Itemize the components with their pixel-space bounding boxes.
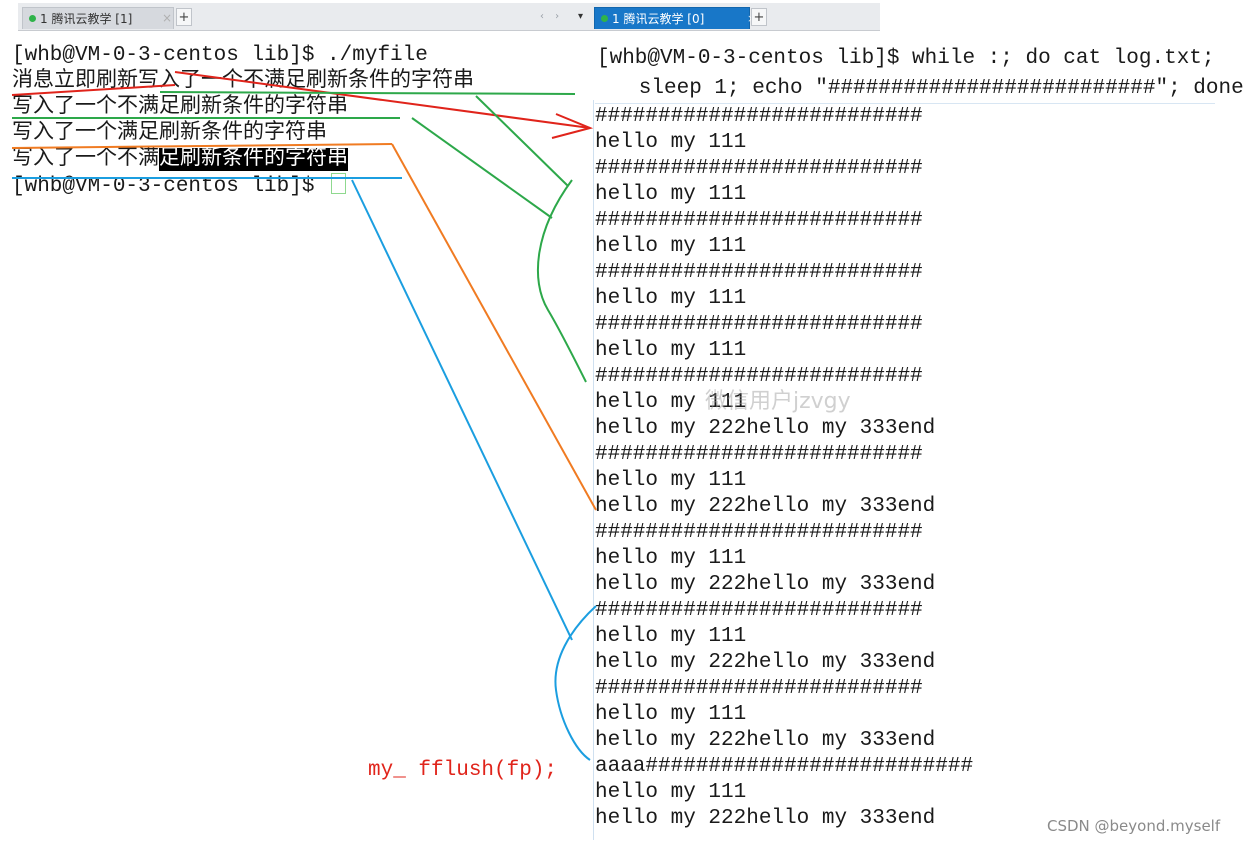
terminal-line: ########################## — [595, 365, 923, 388]
tab-label: 1 腾讯云教学 [1] — [40, 12, 133, 26]
terminal-line: hello my 111 — [595, 781, 747, 804]
terminal-line: aaaa########################## — [595, 755, 974, 778]
terminal-prompt-line: [whb@VM-0-3-centos lib]$ — [12, 173, 347, 199]
tab-scroll-arrows-icon[interactable]: ‹ › — [540, 11, 564, 22]
terminal-line: ########################## — [595, 313, 923, 336]
credit-text: CSDN @beyond.myself — [1047, 817, 1221, 835]
selected-text: 足刷新条件的字符串 — [159, 148, 348, 171]
terminal-line: hello my 111 — [595, 391, 747, 414]
terminal-line: hello my 111 — [595, 339, 747, 362]
new-tab-button[interactable]: + — [176, 8, 192, 26]
terminal-line: ########################## — [595, 443, 923, 466]
tab-right-session[interactable]: 1 腾讯云教学 [0]× — [594, 7, 756, 29]
shell-prompt: [whb@VM-0-3-centos lib]$ — [12, 175, 328, 198]
tab-label: 1 腾讯云教学 [0] — [612, 12, 705, 26]
terminal-line: 写入了一个不满足刷新条件的字符串 — [12, 96, 348, 119]
terminal-line: hello my 111 — [595, 547, 747, 570]
terminal-line: hello my 222hello my 333end — [595, 495, 936, 518]
terminal-line: ########################## — [595, 599, 923, 622]
terminal-line: [whb@VM-0-3-centos lib]$ ./myfile — [12, 44, 428, 67]
left-terminal[interactable]: [whb@VM-0-3-centos lib]$ ./myfile 消息立即刷新… — [12, 43, 474, 225]
output-divider — [595, 103, 1215, 104]
terminal-line: hello my 222hello my 333end — [595, 417, 936, 440]
right-terminal[interactable]: [whb@VM-0-3-centos lib]$ while :; do cat… — [595, 46, 1244, 830]
terminal-line: ########################## — [595, 261, 923, 284]
terminal-text: 写入了一个不满 — [12, 148, 159, 171]
text-cursor — [331, 173, 347, 194]
new-tab-button[interactable]: + — [751, 8, 767, 26]
status-dot-icon — [29, 15, 36, 22]
terminal-line: hello my 111 — [595, 625, 747, 648]
terminal-line: hello my 111 — [595, 287, 747, 310]
terminal-line: 写入了一个满足刷新条件的字符串 — [12, 122, 327, 145]
terminal-line: hello my 222hello my 333end — [595, 651, 936, 674]
terminal-line: hello my 222hello my 333end — [595, 573, 936, 596]
tab-list-dropdown-icon[interactable]: ▾ — [578, 11, 584, 22]
terminal-line: ########################## — [595, 105, 923, 128]
terminal-line: ########################## — [595, 157, 923, 180]
pane-divider — [593, 100, 594, 840]
terminal-line: ########################## — [595, 521, 923, 544]
command-line: sleep 1; echo "#########################… — [601, 77, 1244, 100]
terminal-line: hello my 111 — [595, 703, 747, 726]
fflush-annotation: my_ fflush(fp); — [368, 759, 558, 782]
tab-close-icon[interactable]: × — [162, 11, 173, 25]
status-dot-icon — [601, 15, 608, 22]
command-line: [whb@VM-0-3-centos lib]$ while :; do cat… — [597, 47, 1215, 70]
right-tab-bar: 1 腾讯云教学 [0]× + — [591, 3, 880, 31]
terminal-line: ########################## — [595, 209, 923, 232]
blue-annotation — [12, 177, 597, 761]
terminal-line: hello my 111 — [595, 469, 747, 492]
tab-left-session[interactable]: 1 腾讯云教学 [1] — [22, 7, 174, 29]
terminal-line: 消息立即刷新写入了一个不满足刷新条件的字符串 — [12, 70, 474, 93]
terminal-line: ########################## — [595, 677, 923, 700]
terminal-line: hello my 222hello my 333end — [595, 729, 936, 752]
terminal-line: hello my 222hello my 333end — [595, 807, 936, 830]
terminal-line: hello my 111 — [595, 235, 747, 258]
terminal-line: hello my 111 — [595, 131, 747, 154]
watermark: 微信用户jzvgy — [705, 389, 851, 414]
terminal-line: hello my 111 — [595, 183, 747, 206]
terminal-line: 写入了一个不满足刷新条件的字符串 — [12, 147, 348, 173]
left-tab-bar: 1 腾讯云教学 [1] × + ‹ › ▾ — [18, 3, 591, 31]
